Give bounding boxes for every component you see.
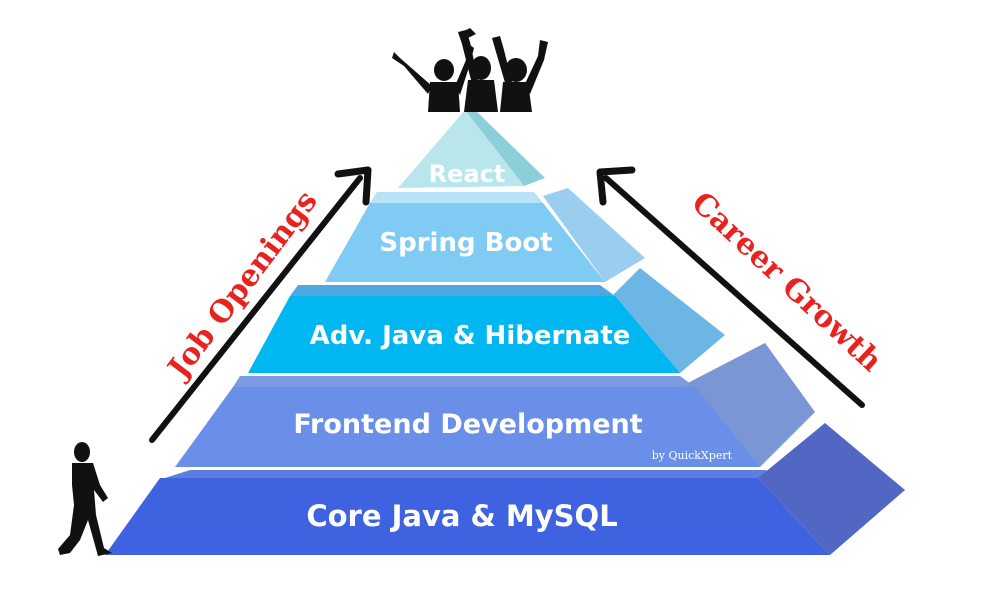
tier-5-top	[165, 470, 795, 478]
left-arrow-shaft	[149, 175, 363, 443]
tier-5-face	[105, 478, 830, 555]
tier-2-side	[543, 188, 645, 282]
tier-5-side	[758, 423, 905, 555]
career-growth-label: Career Growth	[685, 185, 889, 379]
tier-4-face	[175, 387, 760, 467]
tier-2-top	[370, 192, 543, 203]
tier-1-side	[465, 110, 545, 186]
tier-1-face	[398, 110, 524, 188]
tier-5-label: Core Java & MySQL	[306, 499, 617, 533]
right-arrow-head	[596, 166, 636, 206]
tier-2-face	[325, 203, 605, 282]
tier-3-side	[612, 268, 725, 373]
tier-4-top	[233, 376, 695, 387]
walking-person-icon	[58, 442, 112, 556]
tier-4-label: Frontend Development	[293, 409, 642, 440]
tier-1-label: React	[429, 160, 506, 188]
tier-core-java-mysql: Core Java & MySQL	[105, 423, 905, 555]
left-arrow-head	[334, 166, 372, 206]
celebrating-people-icon	[392, 28, 548, 112]
right-arrow-shaft	[603, 175, 865, 408]
tier-4-side	[680, 343, 815, 467]
tier-3-label: Adv. Java & Hibernate	[310, 321, 631, 351]
tier-frontend-development: Frontend Development by QuickXpert	[175, 343, 815, 467]
tier-3-top	[290, 285, 615, 296]
tier-3-face	[248, 296, 680, 373]
tier-spring-boot: Spring Boot	[325, 188, 645, 282]
tier-2-label: Spring Boot	[379, 228, 552, 258]
credit-text: by QuickXpert	[652, 449, 733, 462]
tier-react: React	[398, 110, 545, 188]
tier-adv-java-hibernate: Adv. Java & Hibernate	[248, 268, 725, 373]
